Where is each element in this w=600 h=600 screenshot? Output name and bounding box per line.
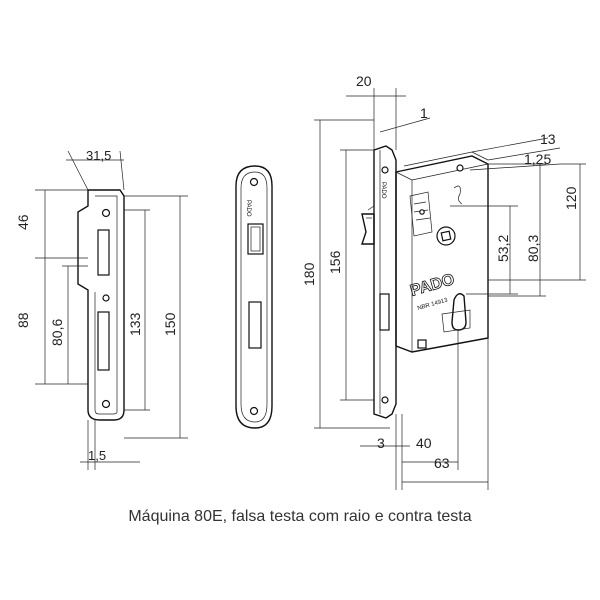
- lock-dimensions: 20 1 13 1,25 180 156 53,2 80,3: [301, 73, 586, 490]
- lock-dim-13: 13: [540, 131, 556, 147]
- lock-dim-40: 40: [416, 435, 432, 451]
- strike-dim-width: 31,5: [86, 148, 111, 163]
- strike-dim-top: 46: [15, 214, 31, 230]
- faceplate-latch-window: [247, 223, 264, 255]
- lock-spring-pin: [419, 209, 425, 215]
- lock-small-window: [417, 339, 427, 349]
- faceplate-brand: PADO: [245, 200, 251, 217]
- lock-front-plate: [373, 145, 397, 419]
- lock-follower-square: [440, 230, 452, 242]
- faceplate-screw-hole-top: [249, 177, 259, 187]
- lock-spring: [453, 185, 463, 205]
- lock-front-screw-top: [381, 166, 389, 174]
- lock-case: [395, 155, 489, 353]
- strike-plate-latch-slot: [97, 229, 110, 276]
- faceplate: PADO: [235, 165, 273, 429]
- faceplate-outline: [235, 165, 273, 429]
- strike-plate-inner-edge: [94, 195, 118, 415]
- strike-plate-screw-hole-bottom: [101, 399, 111, 409]
- faceplate-inner-edge: [240, 171, 268, 423]
- strike-plate: 31,5 46 88 80,6 133 150 1,5: [15, 148, 188, 470]
- strike-dim-right-outer: 150: [162, 312, 178, 336]
- lock-dim-20: 20: [356, 73, 372, 89]
- lock-dim-3: 3: [377, 435, 385, 451]
- lock-front-screw-bottom: [381, 396, 389, 404]
- strike-plate-bolt-slot: [97, 311, 110, 371]
- strike-dim-bottom: 1,5: [88, 448, 106, 463]
- caption: Máquina 80E, falsa testa com raio e cont…: [128, 508, 472, 525]
- strike-plate-outline: [77, 189, 125, 421]
- lock-dim-120: 120: [563, 186, 579, 210]
- lock-dim-156: 156: [327, 250, 343, 274]
- lock-latch: [361, 213, 375, 245]
- lock-dim-125: 1,25: [524, 151, 551, 167]
- lock-front-bolt-slot: [379, 293, 390, 331]
- strike-dim-left-upper: 88: [15, 312, 31, 328]
- lock-cylinder-hole: [451, 293, 467, 331]
- faceplate-bolt-window: [248, 301, 262, 349]
- strike-plate-screw-hole-mid: [102, 294, 110, 302]
- strike-dim-right-inner: 133: [127, 312, 143, 336]
- lock-case-rivet: [456, 164, 464, 172]
- lock-dim-803: 80,3: [525, 235, 541, 262]
- lock-dim-1: 1: [420, 105, 428, 121]
- lock-front-brand: PADO: [380, 182, 386, 199]
- faceplate-screw-hole-bottom: [249, 406, 259, 416]
- lock-norm: NBR 14913: [417, 297, 449, 312]
- lock-dim-180: 180: [301, 262, 317, 286]
- lock-follower-arm: [409, 191, 433, 237]
- lock-brand: PADO: [408, 271, 456, 300]
- lock-dim-532: 53,2: [495, 235, 511, 262]
- lock-dim-63: 63: [434, 455, 450, 471]
- strike-dim-left-inner: 80,6: [49, 319, 65, 346]
- strike-plate-screw-hole-top: [101, 208, 111, 218]
- lock-body: PADO PADO NBR 14913: [361, 145, 489, 419]
